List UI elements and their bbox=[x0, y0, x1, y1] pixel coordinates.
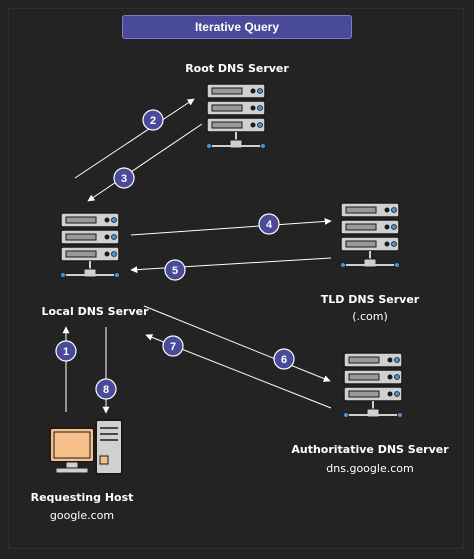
step-badge-7: 7 bbox=[162, 335, 184, 357]
step-badge-8: 8 bbox=[95, 378, 117, 400]
local-server-label: Local DNS Server bbox=[41, 305, 149, 318]
root-server-icon bbox=[205, 83, 267, 150]
host-label: Requesting Host bbox=[30, 491, 134, 504]
arrow-step-3 bbox=[87, 123, 203, 202]
diagram-title: Iterative Query bbox=[122, 15, 352, 39]
host-sublabel: google.com bbox=[49, 509, 115, 522]
tld-server-icon bbox=[339, 202, 401, 269]
svg-text:5: 5 bbox=[172, 265, 178, 277]
computer-icon bbox=[49, 419, 123, 475]
step-badge-6: 6 bbox=[273, 348, 295, 370]
svg-text:6: 6 bbox=[281, 354, 287, 366]
diagram-border bbox=[8, 8, 464, 549]
arrow-step-6 bbox=[143, 305, 331, 382]
root-server-label: Root DNS Server bbox=[185, 62, 289, 75]
arrow-step-5 bbox=[130, 257, 332, 274]
arrow-step-4 bbox=[130, 217, 332, 236]
arrow-step-2 bbox=[74, 98, 195, 179]
svg-text:3: 3 bbox=[121, 173, 127, 185]
svg-text:7: 7 bbox=[170, 341, 176, 353]
svg-text:1: 1 bbox=[63, 346, 69, 358]
svg-text:2: 2 bbox=[150, 115, 156, 127]
step-badge-5: 5 bbox=[164, 259, 186, 281]
svg-text:4: 4 bbox=[266, 219, 273, 231]
tld-server-label: TLD DNS Server bbox=[320, 293, 420, 306]
step-badge-3: 3 bbox=[113, 167, 135, 189]
step-badge-1: 1 bbox=[55, 340, 77, 362]
auth-server-icon bbox=[342, 352, 404, 419]
local-server-icon bbox=[59, 212, 121, 279]
auth-server-label: Authoritative DNS Server bbox=[291, 443, 449, 456]
svg-text:8: 8 bbox=[103, 384, 109, 396]
tld-server-sublabel: (.com) bbox=[352, 310, 388, 323]
step-badge-2: 2 bbox=[142, 109, 164, 131]
step-badge-4: 4 bbox=[258, 213, 280, 235]
auth-server-sublabel: dns.google.com bbox=[326, 462, 414, 475]
